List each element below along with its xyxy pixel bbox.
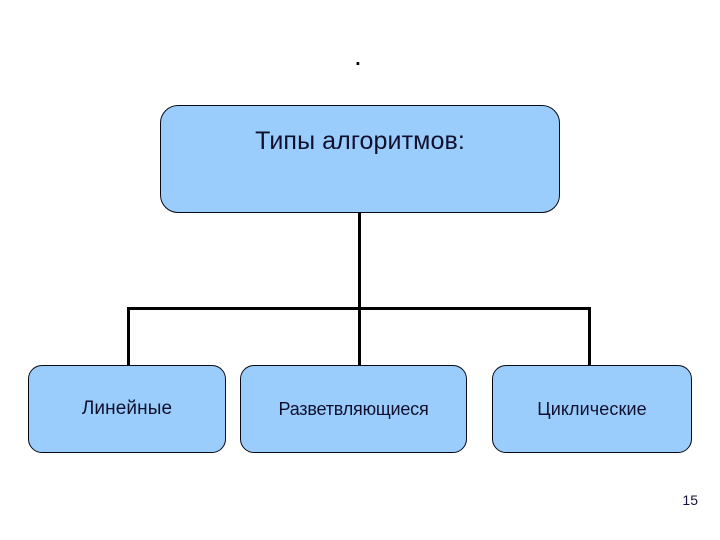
root-node-label: Типы алгоритмов: (255, 126, 465, 155)
leaf-node-branching-label: Разветвляющиеся (278, 398, 429, 419)
leaf-node-linear-label: Линейные (81, 398, 173, 419)
slide-number: 15 (682, 492, 698, 508)
title-dot: . (354, 40, 362, 71)
leaf-node-cyclic-label: Циклические (537, 398, 647, 419)
leaf-node-branching: Разветвляющиеся (240, 365, 467, 453)
root-node: Типы алгоритмов: (160, 105, 560, 213)
leaf-node-linear: Линейные (28, 365, 226, 453)
leaf-node-cyclic: Циклические (492, 365, 692, 453)
